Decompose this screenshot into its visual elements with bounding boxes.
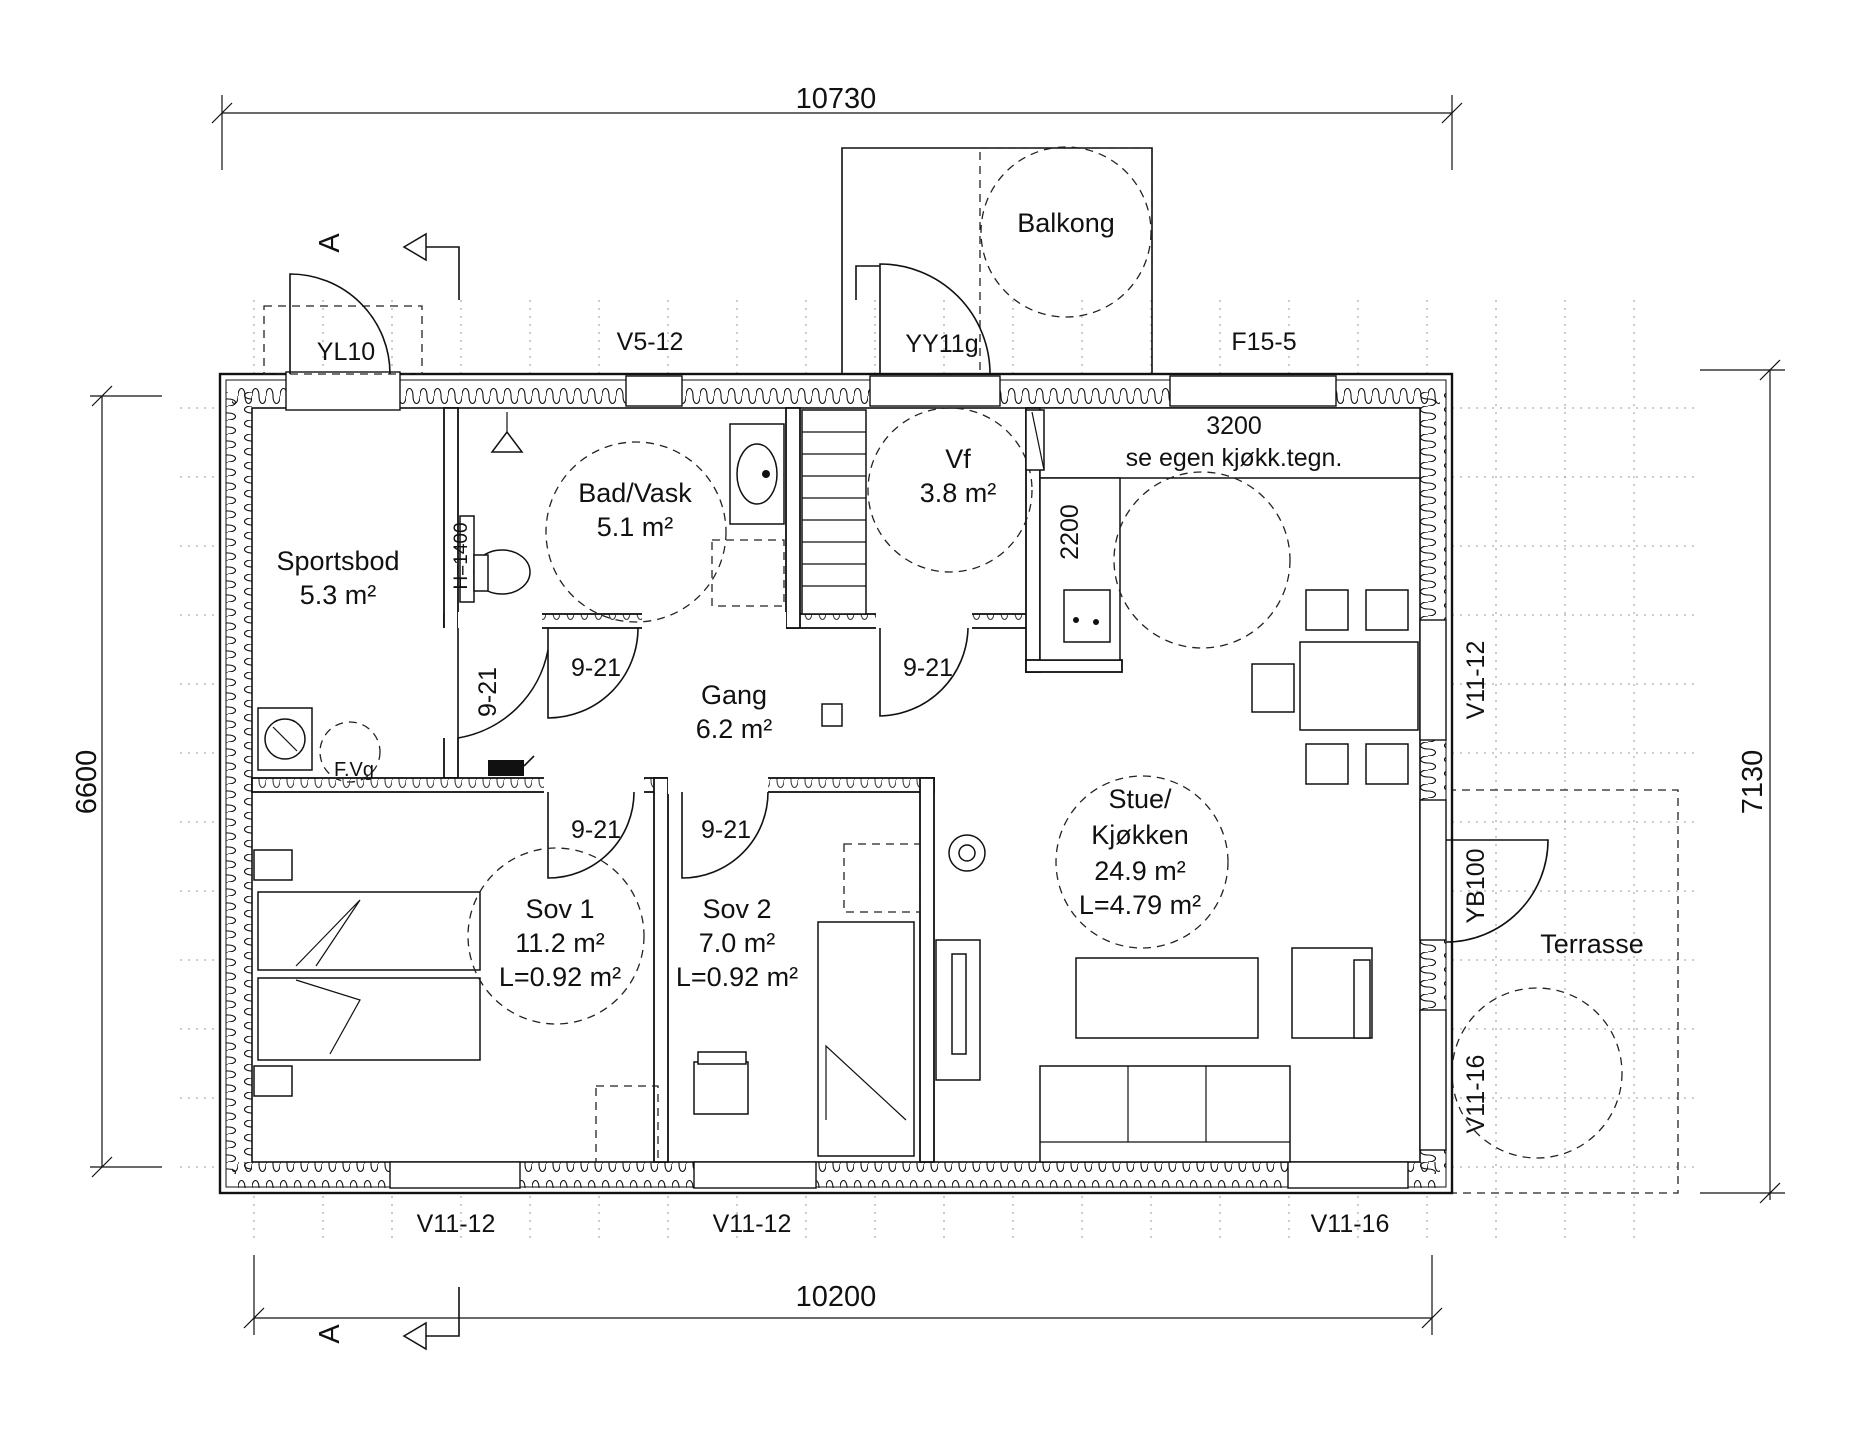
bad-area: 5.1 m² — [597, 512, 674, 542]
kitchen-width-label: 3200 — [1206, 412, 1262, 440]
sportsbod-name: Sportsbod — [276, 546, 399, 576]
room-labels: Sportsbod 5.3 m² Bad/Vask 5.1 m² Vf 3.8 … — [276, 444, 1201, 992]
balkong-label: Balkong — [1017, 208, 1115, 238]
window-right-upper-label: V11-12 — [1462, 641, 1490, 720]
window-bottom-middle-label: V11-12 — [713, 1210, 792, 1238]
kitchen-notes: 3200 se egen kjøkk.tegn. 2200 H=1400 F.V… — [334, 412, 1342, 781]
window-bottom-right-label: V11-16 — [1311, 1210, 1390, 1238]
sov1-name: Sov 1 — [525, 894, 594, 924]
sov2-area: 7.0 m² — [699, 928, 776, 958]
window-labels: V5-12 F15-5 V11-12 V11-12 V11-16 V11-12 … — [417, 328, 1490, 1238]
kitchen — [1025, 407, 1421, 785]
window-top-right-label: F15-5 — [1231, 328, 1296, 356]
window-right-lower-label: V11-16 — [1462, 1055, 1490, 1134]
section-marker-bottom: A — [314, 1287, 460, 1351]
dimension-bottom: 10200 — [243, 1255, 1443, 1335]
toilet-height-label: H=1400 — [451, 522, 472, 589]
dim-right-label: 7130 — [1737, 750, 1769, 815]
sov2-name: Sov 2 — [702, 894, 771, 924]
interior-doors — [442, 612, 972, 879]
bathroom-fixtures — [459, 412, 785, 623]
dimension-top: 10730 — [211, 83, 1463, 170]
door-label-sov2: 9-21 — [701, 816, 751, 844]
door-label-vf: 9-21 — [903, 654, 953, 682]
sov2-storage: L=0.92 m² — [676, 962, 798, 992]
stue-name-2: Kjøkken — [1091, 820, 1189, 850]
exterior-doors — [263, 263, 1549, 943]
bad-name: Bad/Vask — [578, 478, 692, 508]
dim-left-label: 6600 — [71, 750, 103, 815]
stairs — [801, 407, 1033, 615]
dimension-left: 6600 — [71, 385, 162, 1178]
living-furniture — [935, 775, 1373, 1163]
door-label-sov1: 9-21 — [571, 816, 621, 844]
vf-area: 3.8 m² — [920, 478, 997, 508]
door-yl10-label: YL10 — [317, 338, 375, 366]
vf-name: Vf — [945, 444, 971, 474]
dim-top-label: 10730 — [796, 83, 877, 115]
dimension-right: 7130 — [1700, 359, 1785, 1204]
section-marker-top: A — [314, 233, 460, 300]
kitchen-depth-label: 2200 — [1056, 504, 1084, 560]
stue-storage: L=4.79 m² — [1079, 890, 1201, 920]
window-bottom-left-label: V11-12 — [417, 1210, 496, 1238]
window-top-middle-label: V5-12 — [617, 328, 684, 356]
gang-area: 6.2 m² — [696, 714, 773, 744]
door-label-bad: 9-21 — [571, 654, 621, 682]
door-yb100-label: YB100 — [1462, 848, 1490, 923]
sportsbod-fixtures — [257, 703, 843, 783]
stue-area: 24.9 m² — [1094, 856, 1186, 886]
sportsbod-area: 5.3 m² — [300, 580, 377, 610]
exterior-openings — [285, 371, 1447, 1189]
heat-pump-label: F.Vg — [334, 759, 374, 781]
kitchen-note: se egen kjøkk.tegn. — [1126, 444, 1343, 472]
sov1-storage: L=0.92 m² — [499, 962, 621, 992]
door-yy11g-label: YY11g — [905, 330, 978, 358]
door-label-sportsbod: 9-21 — [474, 667, 502, 717]
sov1-area: 11.2 m² — [515, 928, 605, 958]
terrasse-label: Terrasse — [1540, 929, 1644, 959]
section-label-bottom: A — [314, 1324, 346, 1344]
section-label-top: A — [314, 233, 346, 253]
bedroom-furniture — [253, 843, 921, 1163]
dim-bottom-label: 10200 — [796, 1281, 877, 1313]
stue-name-1: Stue/ — [1108, 784, 1172, 814]
gang-name: Gang — [701, 680, 767, 710]
door-labels: YL10 YY11g YB100 9-21 9-21 9-21 9-21 9-2… — [317, 330, 1490, 924]
balcony: Balkong — [841, 146, 1153, 375]
